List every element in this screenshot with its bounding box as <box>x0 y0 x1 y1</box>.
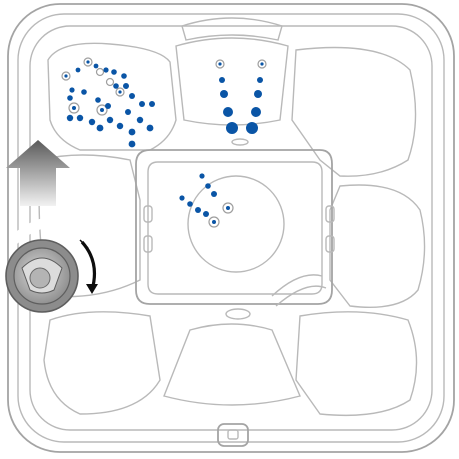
jets-center-footwell <box>179 173 233 227</box>
side-jet-ports <box>144 206 334 319</box>
center-footwell <box>136 150 332 306</box>
seat-outlines <box>39 38 424 415</box>
filter-lid-icon <box>218 424 248 446</box>
